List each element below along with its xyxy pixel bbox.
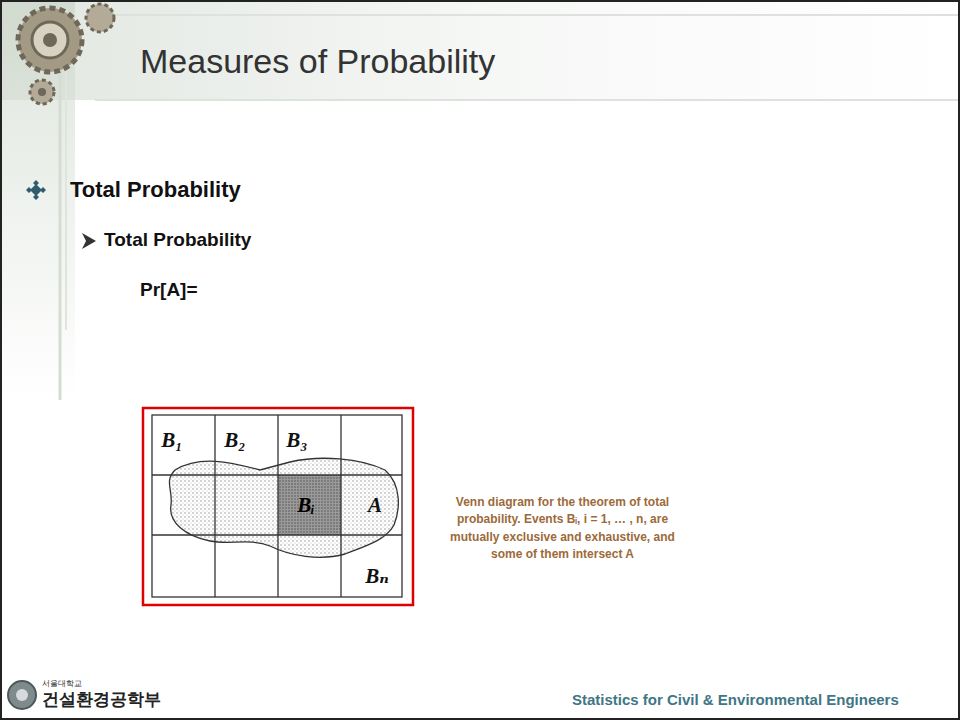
partition-grid	[152, 415, 402, 597]
event-label: A	[368, 493, 382, 517]
gear-icon	[18, 4, 114, 104]
figure-frame	[143, 408, 413, 605]
sub-bullet: Total Probability	[104, 229, 251, 251]
footer-text: Statistics for Civil & Environmental Eng…	[572, 691, 899, 708]
figure-caption: Venn diagram for the theorem of total pr…	[440, 494, 685, 564]
cell-label: Bₙ	[365, 564, 389, 588]
diamond-bullet	[26, 180, 46, 200]
bullet-heading: Total Probability	[70, 177, 241, 202]
cell-label: B₂	[224, 428, 245, 452]
university-emblem	[8, 681, 36, 709]
header-band	[0, 0, 960, 100]
equation-text: Pr[A]=	[140, 279, 198, 301]
university-name: 서울대학교	[42, 679, 82, 688]
department-name: 건설환경공학부	[42, 690, 161, 710]
cell-label: B₁	[161, 428, 182, 452]
slide-title: Measures of Probability	[140, 42, 495, 81]
header-line	[95, 99, 960, 101]
cell-label: Bᵢ	[297, 493, 315, 517]
cell-label: B₃	[286, 428, 307, 452]
event-a-region	[169, 458, 398, 557]
bi-cell	[278, 475, 341, 535]
header-line	[95, 14, 960, 16]
arrow-bullet	[82, 233, 96, 249]
